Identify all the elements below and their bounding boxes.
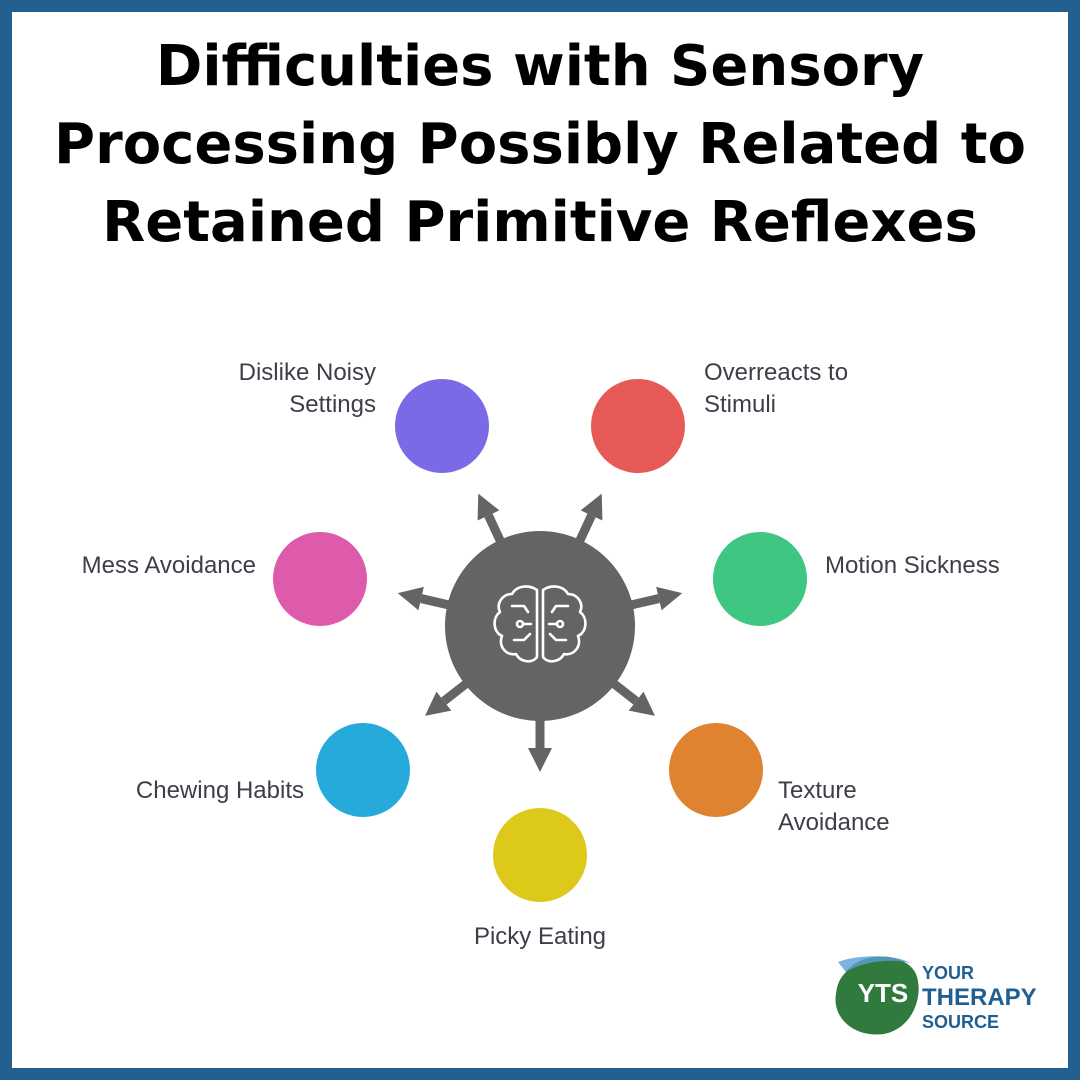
yts-logo-icon	[835, 956, 919, 1035]
label-mess-avoidance: Mess Avoidance	[81, 552, 256, 579]
node-circle-dislike-noisy-settings	[395, 379, 489, 473]
brain-circuit-icon	[493, 585, 587, 663]
node-circle-texture-avoidance	[669, 723, 763, 817]
node-circle-picky-eating	[493, 808, 587, 902]
hub-circle	[445, 531, 635, 721]
arrow-head-picky-eating	[528, 748, 552, 772]
label-chewing-habits: Chewing Habits	[135, 777, 304, 804]
title-line-1: Difficulties with Sensory	[155, 34, 925, 99]
label-texture-avoidance: Texture Avoidance	[778, 777, 890, 836]
logo-wordmark: YOUR THERAPY SOURCE	[922, 963, 1037, 1032]
node-circle-chewing-habits	[316, 723, 410, 817]
label-picky-eating: Picky Eating	[473, 923, 607, 950]
arrow-head-motion-sickness	[656, 586, 683, 611]
arrow-head-overreacts-to-stimuli	[580, 493, 603, 521]
arrow-head-mess-avoidance	[397, 586, 424, 611]
label-motion-sickness: Motion Sickness	[825, 552, 1000, 579]
arrow-head-dislike-noisy-settings	[477, 493, 500, 521]
nodes	[273, 379, 807, 902]
page-title: Difficulties with Sensory Processing Pos…	[40, 28, 1040, 262]
label-overreacts-to-stimuli: Overreacts to Stimuli	[704, 359, 849, 418]
title-line-2: Processing Possibly Related to	[54, 112, 1026, 177]
label-dislike-noisy-settings: Dislike Noisy Settings	[238, 359, 376, 418]
arrow-head-texture-avoidance	[628, 691, 656, 716]
title-line-3: Retained Primitive Reflexes	[102, 190, 978, 255]
node-circle-mess-avoidance	[273, 532, 367, 626]
node-circle-motion-sickness	[713, 532, 807, 626]
logo-mark: YTS	[857, 978, 909, 1008]
arrow-head-chewing-habits	[424, 691, 452, 716]
node-circle-overreacts-to-stimuli	[591, 379, 685, 473]
